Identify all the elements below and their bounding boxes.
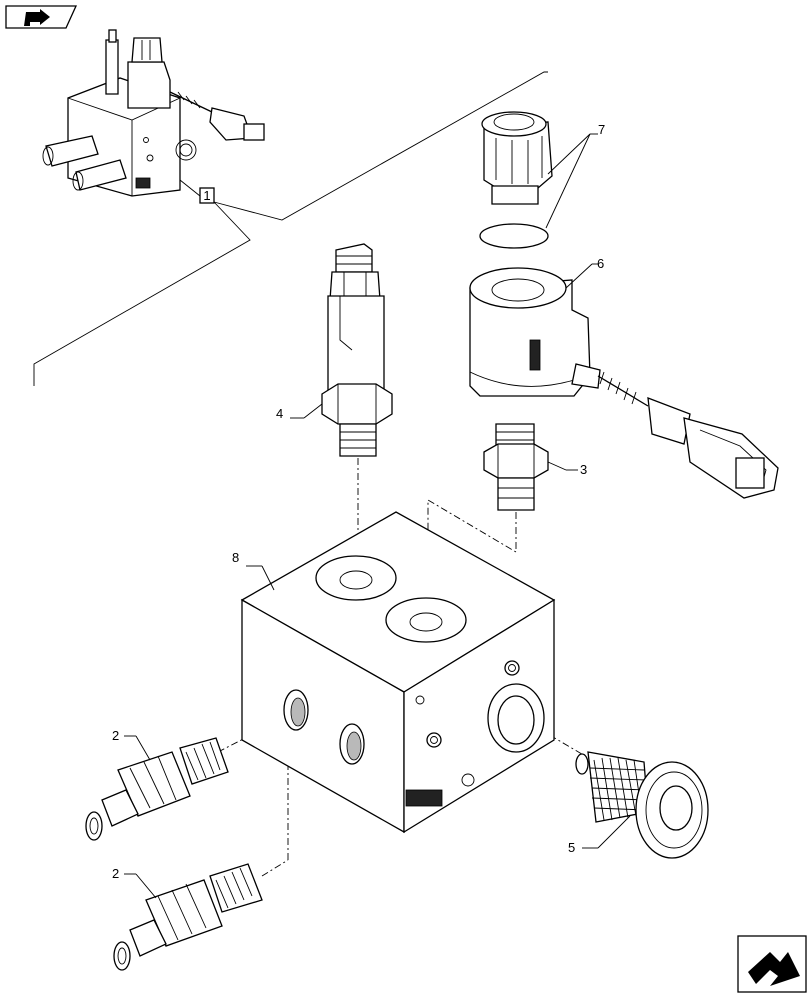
svg-text:1: 1 [203,188,210,203]
item-6-solenoid-coil [469,267,779,499]
svg-text:4: 4 [276,406,283,421]
item-2-coupling-lower [113,863,263,971]
callout-6: 6 [565,256,604,289]
svg-text:2: 2 [112,866,119,881]
svg-text:5: 5 [568,840,575,855]
callout-2-lower: 2 [112,866,157,899]
callout-5: 5 [568,815,631,855]
arrow-nav-icon[interactable] [5,5,78,29]
callout-3: 3 [547,461,587,477]
svg-text:6: 6 [597,256,604,271]
item-3-fitting [483,423,549,511]
item-7-coil-nut [481,111,553,205]
item-5-strainer [575,751,709,859]
callout-7: 7 [545,122,605,229]
item-7-o-ring [479,223,549,249]
item-4-cartridge-valve [321,243,393,457]
svg-text:2: 2 [112,728,119,743]
next-page-arrow-icon[interactable] [737,935,807,993]
item-2-coupling-upper [85,737,229,841]
boundary-lines [33,71,548,386]
callout-2-upper: 2 [112,728,151,761]
assembly-thumbnail [42,29,265,197]
item-8-manifold-block [240,511,556,834]
callout-4: 4 [276,403,323,421]
callout-8: 8 [232,550,275,591]
svg-text:8: 8 [232,550,239,565]
svg-text:7: 7 [598,122,605,137]
callout-1: 1 [199,187,215,204]
svg-text:3: 3 [580,462,587,477]
